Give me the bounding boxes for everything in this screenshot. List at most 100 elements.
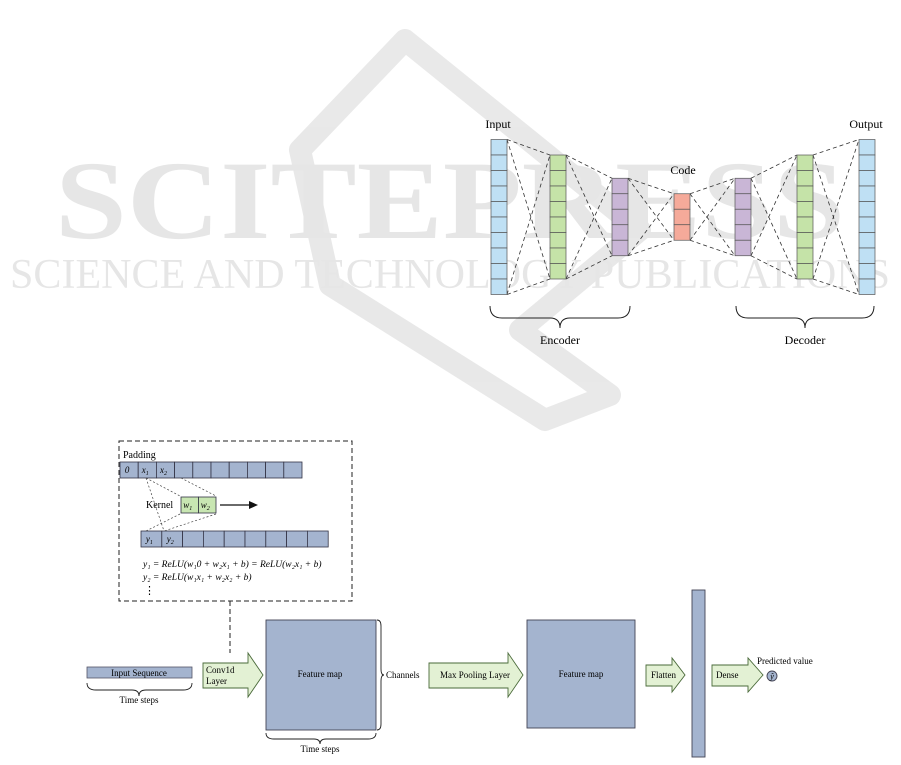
kernel-cell xyxy=(198,496,217,514)
autoencoder-connections xyxy=(506,139,860,295)
connection-line xyxy=(627,177,675,195)
watermark-subtitle: SCIENCE AND TECHNOLOGY PUBLICATIONS xyxy=(10,252,890,298)
connection-line xyxy=(750,154,798,256)
code-cell xyxy=(673,224,691,241)
decoder-1-layer xyxy=(734,177,752,257)
connection-line xyxy=(812,278,860,295)
connection-line xyxy=(750,255,798,280)
connection-line xyxy=(627,239,675,257)
decoder-2-cell xyxy=(796,185,814,202)
kernel-slide-arrow xyxy=(220,501,258,509)
output-cell xyxy=(858,154,876,171)
encoder-2-cell xyxy=(611,208,629,226)
equation-y2: y₂ = ReLU(w₁x₁ + w₂x₂ + b) xyxy=(142,572,252,583)
decoder-brace xyxy=(735,305,875,329)
input-cell xyxy=(283,461,303,479)
input-padding-row: 0 x1 x2 xyxy=(119,461,303,479)
output-label: Output xyxy=(849,117,883,131)
code-cell xyxy=(673,193,691,210)
input-cell-text: x1 xyxy=(141,465,149,477)
input-time-steps-label: Time steps xyxy=(120,695,159,705)
encoder-1-cell xyxy=(549,201,567,218)
feature-time-steps-label: Time steps xyxy=(301,744,340,754)
predicted-value-symbol: ŷ xyxy=(769,672,774,681)
watermark: SCITEPRESS SCIENCE AND TECHNOLOGY PUBLIC… xyxy=(10,29,890,431)
output-cell xyxy=(858,170,876,187)
decoder-2-cell xyxy=(796,263,814,280)
input-cell-text: x2 xyxy=(159,465,167,477)
feature-map-2 xyxy=(526,619,636,729)
connection-line xyxy=(506,154,551,295)
decoder-2-cell xyxy=(796,232,814,249)
decoder-1-cell xyxy=(734,224,752,241)
output-cell xyxy=(858,232,876,249)
input-cell xyxy=(490,232,508,249)
output-cell xyxy=(858,185,876,202)
output-cell-text: y1 xyxy=(145,534,153,546)
encoder-1-layer xyxy=(549,154,567,280)
input-cell xyxy=(490,170,508,187)
feature-time-brace xyxy=(265,732,377,745)
decoder-2-cell xyxy=(796,247,814,264)
input-cell xyxy=(174,461,194,479)
output-cell-text: y2 xyxy=(166,534,174,546)
decoder-1-cell xyxy=(734,208,752,226)
encoder-1-cell xyxy=(549,170,567,187)
input-sequence-bar xyxy=(86,666,193,679)
equation-y1: y₁ = ReLU(w₁0 + w₂x₁ + b) = ReLU(w₂x₁ + … xyxy=(142,559,322,570)
decoder-2-cell xyxy=(796,170,814,187)
input-label: Input xyxy=(485,117,511,131)
input-cell-text: 0 xyxy=(125,465,130,475)
connection-line xyxy=(812,139,860,156)
encoder-2-cell xyxy=(611,224,629,241)
dense-label: Dense xyxy=(716,670,739,680)
max-pooling-label: Max Pooling Layer xyxy=(440,670,510,680)
output-cell xyxy=(858,247,876,264)
input-cell xyxy=(228,461,248,479)
connection-line xyxy=(506,139,551,156)
input-cell xyxy=(192,461,212,479)
code-cell xyxy=(673,208,691,226)
connection-line xyxy=(689,178,736,241)
decoder-2-cell xyxy=(796,201,814,218)
channels-brace xyxy=(376,619,385,731)
padding-label: Padding xyxy=(123,450,156,461)
flattened-vector xyxy=(691,589,706,758)
output-cell xyxy=(306,530,329,548)
input-cell xyxy=(210,461,230,479)
output-layer xyxy=(858,139,876,295)
output-cell xyxy=(858,201,876,218)
encoder-2-cell xyxy=(611,193,629,210)
dense-arrow xyxy=(711,656,764,694)
input-layer xyxy=(490,139,508,295)
input-cell xyxy=(490,185,508,202)
equation-ellipsis: ⋮ xyxy=(144,585,155,597)
output-cell xyxy=(858,278,876,295)
input-cell xyxy=(490,278,508,295)
encoder-1-cell xyxy=(549,232,567,249)
encoder-brace xyxy=(489,305,631,329)
output-cell xyxy=(182,530,204,548)
decoder-2-layer xyxy=(796,154,814,280)
decoder-1-cell xyxy=(734,193,752,210)
connection-line xyxy=(565,255,613,280)
connection-line xyxy=(627,178,675,241)
connection-line xyxy=(689,193,736,256)
input-sequence-label: Input Sequence xyxy=(111,668,167,678)
connection-line xyxy=(812,139,860,280)
feature-map-2-label: Feature map xyxy=(559,669,604,679)
connection-line xyxy=(565,178,613,280)
connection-line xyxy=(812,154,860,295)
connection-line xyxy=(506,278,551,295)
connection-line xyxy=(506,139,551,280)
feature-map-1-label: Feature map xyxy=(298,669,343,679)
encoder-2-cell xyxy=(611,177,629,195)
input-cell xyxy=(490,247,508,264)
conv-detail-box xyxy=(118,440,353,602)
input-time-brace xyxy=(86,682,193,697)
channels-label: Channels xyxy=(386,670,420,680)
predicted-value-node xyxy=(766,670,778,682)
watermark-logo-shape xyxy=(289,29,651,431)
